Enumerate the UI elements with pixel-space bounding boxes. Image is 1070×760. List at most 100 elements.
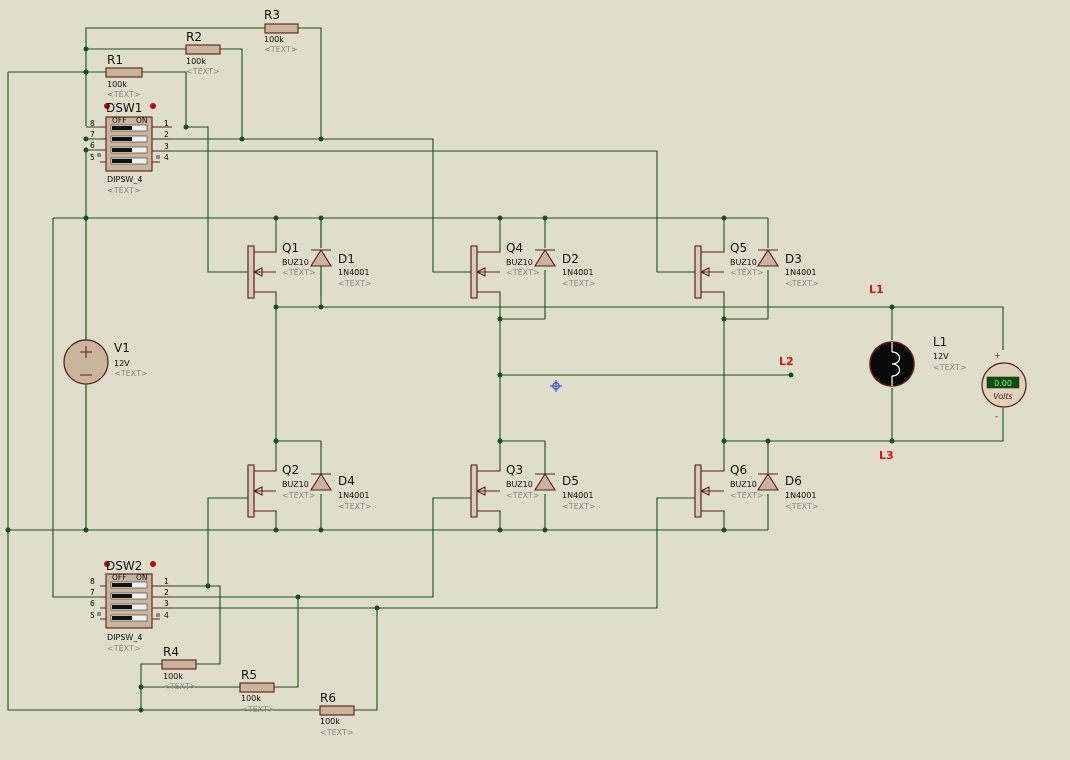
resistor-r4[interactable]: R4 100k <TEXT> [161, 645, 197, 691]
d4-ref: D4 [338, 474, 355, 488]
d5-value: 1N4001 [562, 491, 593, 500]
dsw1-pin-4: 4 [164, 153, 169, 162]
d3-text: <TEXT> [785, 279, 819, 288]
dsw2-pin-1: 1 [164, 577, 169, 586]
q6-ref: Q6 [730, 463, 747, 477]
resistor-r5[interactable]: R5 100k <TEXT> [239, 668, 275, 714]
r4-text: <TEXT> [163, 682, 197, 691]
voltmeter-plus: + [994, 351, 1001, 360]
d3-value: 1N4001 [785, 268, 816, 277]
mosfet-q5[interactable]: Q5 BUZ10 <TEXT> [694, 241, 764, 299]
diode-d4[interactable]: D4 1N4001 <TEXT> [310, 472, 372, 511]
lamp-l1[interactable]: L1 12V <TEXT> [869, 335, 967, 387]
diode-d3[interactable]: D3 1N4001 <TEXT> [757, 248, 819, 288]
d6-value: 1N4001 [785, 491, 816, 500]
d2-ref: D2 [562, 252, 579, 266]
dip-switch-dsw1[interactable]: OFF ON 8 7 6 5 1 2 3 4 DSW1 DIPSW_4 <TEX… [90, 101, 172, 195]
r6-value: 100k [320, 717, 340, 726]
diode-d1[interactable]: D1 1N4001 <TEXT> [310, 248, 372, 288]
q5-value: BUZ10 [730, 258, 757, 267]
d6-text: <TEXT> [785, 502, 819, 511]
dsw1-pin-3: 3 [164, 142, 169, 151]
voltmeter-reading: 0.00 [994, 379, 1012, 388]
d4-text: <TEXT> [338, 502, 372, 511]
dsw2-pin-6: 6 [90, 599, 95, 608]
origin-crosshair-icon [550, 380, 562, 392]
r2-value: 100k [186, 57, 206, 66]
dsw2-ref: DSW2 [106, 559, 142, 573]
voltmeter[interactable]: 0.00 Volts + - [981, 351, 1027, 422]
q1-value: BUZ10 [282, 258, 309, 267]
diode-d5[interactable]: D5 1N4001 <TEXT> [534, 472, 596, 511]
resistor-r2[interactable]: R2 100k <TEXT> [185, 30, 221, 76]
r3-text: <TEXT> [264, 45, 298, 54]
dsw1-pin-8: 8 [90, 119, 95, 128]
l1-ref: L1 [933, 335, 947, 349]
diode-d2[interactable]: D2 1N4001 <TEXT> [534, 248, 596, 288]
d1-value: 1N4001 [338, 268, 369, 277]
q4-value: BUZ10 [506, 258, 533, 267]
r1-ref: R1 [107, 53, 123, 67]
dsw1-pin-6: 6 [90, 141, 95, 150]
q5-ref: Q5 [730, 241, 747, 255]
mosfet-q3[interactable]: Q3 BUZ10 <TEXT> [470, 463, 540, 518]
dsw2-pin-5: 5 [90, 611, 95, 620]
r2-text: <TEXT> [186, 67, 220, 76]
mosfet-q1[interactable]: Q1 BUZ10 <TEXT> [247, 241, 316, 299]
dsw1-value: DIPSW_4 [107, 175, 142, 184]
resistor-r3[interactable]: R3 100k <TEXT> [264, 8, 299, 54]
v1-ref: V1 [114, 341, 130, 355]
r6-text: <TEXT> [320, 728, 354, 737]
q2-text: <TEXT> [282, 491, 316, 500]
q3-ref: Q3 [506, 463, 523, 477]
q3-value: BUZ10 [506, 480, 533, 489]
r5-text: <TEXT> [241, 705, 275, 714]
r6-ref: R6 [320, 691, 336, 705]
dsw2-text: <TEXT> [107, 644, 141, 653]
q6-text: <TEXT> [730, 491, 764, 500]
d1-text: <TEXT> [338, 279, 372, 288]
net-label-l1: L1 [869, 283, 884, 296]
mosfet-q2[interactable]: Q2 BUZ10 <TEXT> [247, 463, 316, 518]
q2-ref: Q2 [282, 463, 299, 477]
mosfet-q4[interactable]: Q4 BUZ10 <TEXT> [470, 241, 540, 299]
d2-text: <TEXT> [562, 279, 596, 288]
net-label-l3: L3 [879, 449, 894, 462]
junctions [5, 46, 895, 713]
dsw2-pin-2: 2 [164, 588, 169, 597]
net-label-l2: L2 [779, 355, 794, 368]
dsw2-value: DIPSW_4 [107, 633, 142, 642]
dsw1-pin-2: 2 [164, 130, 169, 139]
dsw2-pin-3: 3 [164, 599, 169, 608]
dsw1-text: <TEXT> [107, 186, 141, 195]
voltage-source-v1[interactable]: V1 12V <TEXT> [63, 339, 148, 385]
dsw1-pin-1: 1 [164, 119, 169, 128]
mosfet-q6[interactable]: Q6 BUZ10 <TEXT> [694, 463, 764, 518]
r2-ref: R2 [186, 30, 202, 44]
q4-text: <TEXT> [506, 268, 540, 277]
l1-text: <TEXT> [933, 363, 967, 372]
r3-value: 100k [264, 35, 284, 44]
voltmeter-unit: Volts [993, 392, 1012, 401]
d6-ref: D6 [785, 474, 802, 488]
r5-value: 100k [241, 694, 261, 703]
dsw2-on-label: ON [136, 573, 148, 582]
diode-d6[interactable]: D6 1N4001 <TEXT> [757, 472, 819, 511]
d5-text: <TEXT> [562, 502, 596, 511]
dsw2-pin-7: 7 [90, 588, 95, 597]
r4-ref: R4 [163, 645, 179, 659]
r5-ref: R5 [241, 668, 257, 682]
v1-text: <TEXT> [114, 369, 148, 378]
q4-ref: Q4 [506, 241, 523, 255]
resistor-r1[interactable]: R1 100k <TEXT> [105, 53, 143, 99]
q6-value: BUZ10 [730, 480, 757, 489]
d1-ref: D1 [338, 252, 355, 266]
q1-text: <TEXT> [282, 268, 316, 277]
d2-value: 1N4001 [562, 268, 593, 277]
v1-value: 12V [114, 359, 130, 368]
dip-switch-dsw2[interactable]: OFF ON 8 7 6 5 1 2 3 4 DSW2 DIPSW_4 <TEX… [90, 559, 172, 653]
q2-value: BUZ10 [282, 480, 309, 489]
dsw1-pin-5: 5 [90, 153, 95, 162]
resistor-r6[interactable]: R6 100k <TEXT> [319, 691, 355, 737]
